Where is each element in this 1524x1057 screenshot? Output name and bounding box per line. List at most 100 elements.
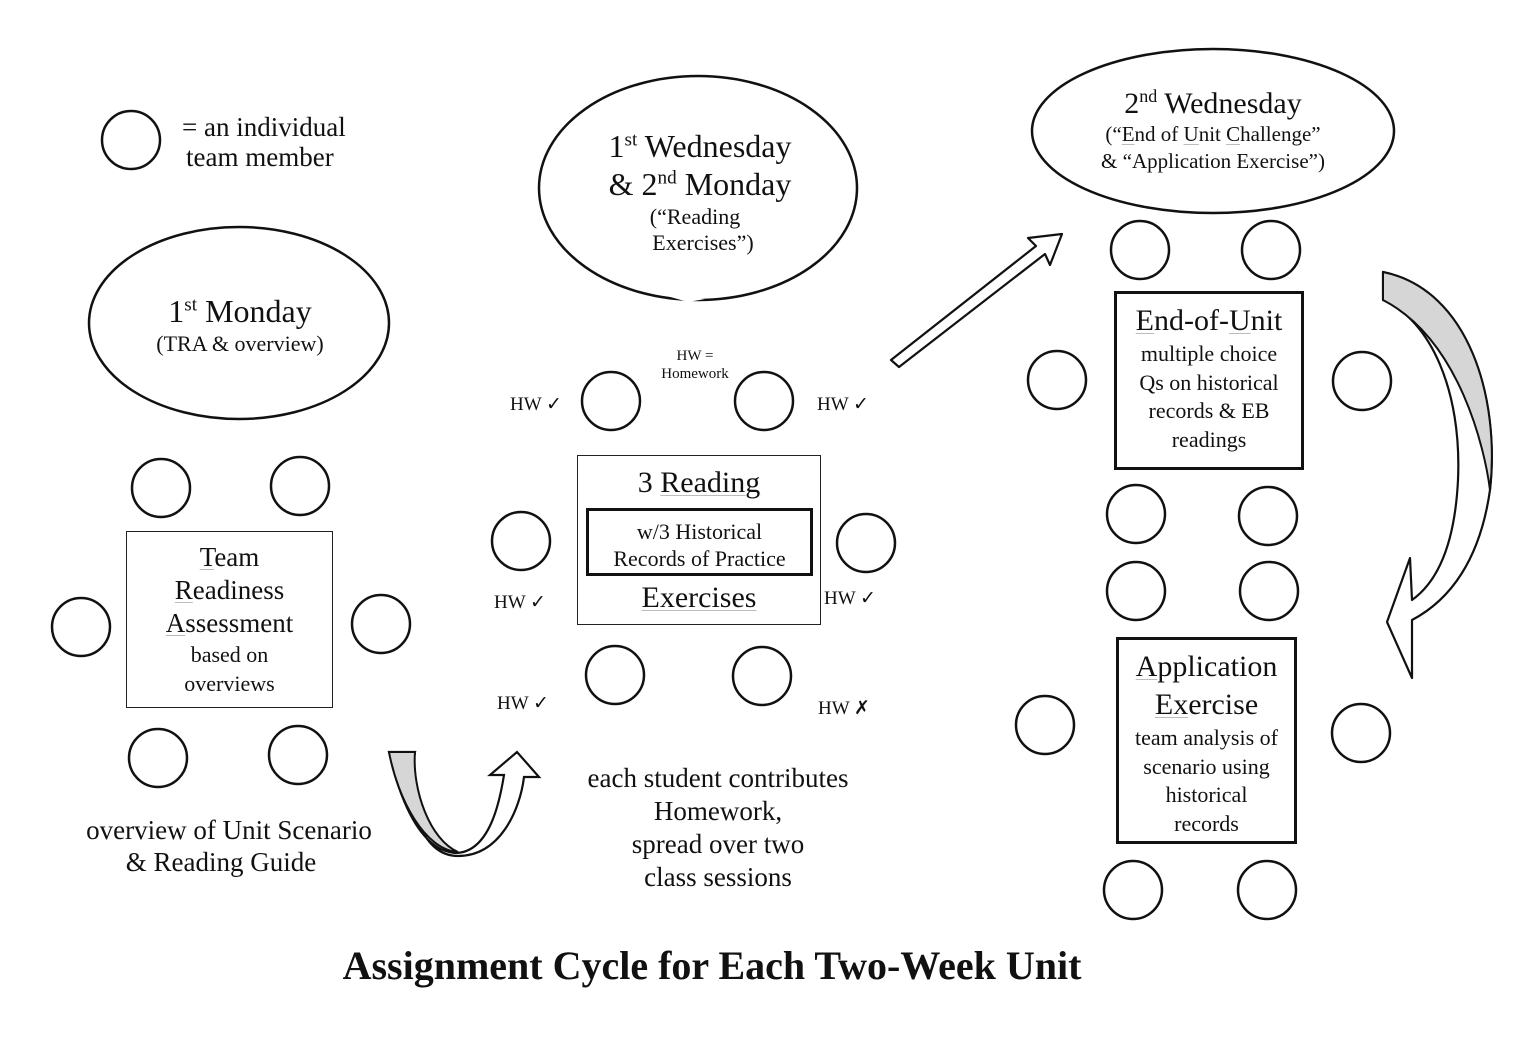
- eou-line-1: multiple choice: [1140, 341, 1278, 366]
- sw-sub-1-U: U: [1183, 122, 1199, 146]
- eou-line-4: readings: [1171, 426, 1247, 452]
- app-title2-E: E: [1154, 688, 1174, 721]
- eou-title-E: E: [1135, 304, 1154, 337]
- second-wednesday-bubble: [1030, 47, 1396, 215]
- team-member-circle: [1105, 483, 1167, 545]
- tra-line-3-rest: ssessment: [185, 608, 294, 638]
- hw-note-2: Homework: [661, 366, 729, 382]
- first-monday-team: [50, 455, 412, 789]
- team-readiness-box: [126, 531, 333, 708]
- team-member-circle: [1109, 219, 1171, 281]
- end-of-unit-text: End-of-Unit multiple choice Qs on histor…: [1114, 302, 1304, 454]
- team-readiness-text: Team Readiness Assessment based on overv…: [126, 541, 333, 698]
- team-member-circle: [1102, 859, 1164, 921]
- fw-caption-4: class sessions: [644, 862, 792, 892]
- app-line-2: scenario using: [1143, 753, 1270, 779]
- legend-line-1: = an individual: [182, 112, 346, 142]
- application-exercise-box: [1116, 637, 1297, 844]
- first-monday-bubble: [87, 225, 391, 421]
- day-name: Monday: [684, 166, 792, 202]
- eou-line-2: Qs on historical: [1139, 369, 1279, 395]
- hw-mark: HW ✓: [494, 592, 546, 613]
- ordinal-suffix: nd: [1139, 86, 1158, 106]
- first-monday-subtitle: (TRA & overview): [156, 331, 324, 356]
- hr-line-1: w/3 Historical: [636, 519, 763, 544]
- day-name: Wednesday: [1164, 87, 1302, 120]
- team-member-circle: [584, 644, 646, 706]
- hw-note-1: HW =: [676, 348, 714, 364]
- team-member-circle: [267, 724, 329, 786]
- team-member-circle: [130, 457, 192, 519]
- hw-mark: HW ✓: [510, 394, 562, 415]
- end-of-unit-box: [1114, 291, 1304, 470]
- second-wednesday-subtitle: (“End of Unit Challenge” & “Application …: [1063, 121, 1363, 175]
- team-member-circle: [835, 512, 897, 574]
- amp-ordinal: & 2: [608, 166, 658, 202]
- team-member-circle: [1240, 219, 1302, 281]
- ordinal-suffix: nd: [657, 167, 677, 189]
- fw-line-1: 1st Wednesday: [560, 127, 840, 165]
- sw-sub-1-E: E: [1121, 122, 1135, 146]
- team-member-circle: [50, 596, 112, 658]
- ordinal: 2: [1124, 87, 1140, 120]
- eou-line-3: records & EB: [1148, 398, 1270, 423]
- day-name: Monday: [205, 293, 312, 329]
- reading-word: Reading: [660, 466, 761, 499]
- caption-line-1: overview of Unit Scenario: [86, 815, 372, 845]
- legend-line-2: team member: [186, 142, 334, 173]
- tra-line-1-initial: T: [199, 542, 215, 572]
- reading-box-title: 3 Reading: [577, 466, 821, 500]
- fw-sub-2: Exercises”): [652, 230, 754, 255]
- tra-line-2: Readiness: [126, 574, 333, 607]
- team-member-circle: [1236, 859, 1298, 921]
- team-member-circle: [731, 645, 793, 707]
- team-member-circle: [580, 370, 642, 432]
- app-title-1: Application: [1116, 648, 1297, 686]
- end-of-unit-team: [1026, 219, 1393, 547]
- app-title2-x: x: [1173, 688, 1189, 721]
- historical-records-box: [586, 508, 813, 576]
- tra-line-4: based on: [190, 642, 269, 667]
- application-exercise-text: Application Exercise team analysis of sc…: [1116, 648, 1297, 838]
- ordinal-suffix: st: [624, 129, 638, 151]
- eou-title: End-of-Unit: [1114, 302, 1304, 340]
- app-title-rest: pplication: [1157, 650, 1278, 683]
- historical-records-text: w/3 Historical Records of Practice: [586, 518, 813, 572]
- team-member-circle: [1238, 560, 1300, 622]
- team-member-circle: [350, 593, 412, 655]
- legend-text: = an individual team member: [182, 112, 346, 172]
- team-member-circle: [127, 727, 189, 789]
- fw-caption-2: Homework,: [653, 796, 783, 826]
- fw-caption-1: each student contributes: [587, 763, 849, 793]
- u-turn-arrow: [387, 750, 542, 858]
- eou-title-U: U: [1228, 304, 1251, 337]
- hw-mark: HW ✓: [817, 394, 869, 415]
- legend-member-circle: [100, 109, 162, 171]
- first-monday-title: 1st Monday: [140, 293, 340, 330]
- tra-line-2-rest: eadiness: [192, 575, 285, 605]
- hr-line-2: Records of Practice: [613, 546, 786, 571]
- hw-mark: HW ✓: [824, 588, 876, 609]
- hw-mark: HW ✗: [818, 698, 870, 719]
- first-wednesday-subtitle: (“Reading Exercises”): [560, 204, 840, 256]
- team-member-circle: [733, 370, 795, 432]
- app-title2-rest: ercise: [1188, 688, 1259, 721]
- sw-sub-1: (“End of Unit Challenge”: [1063, 121, 1363, 148]
- tra-line-1-rest: eam: [214, 542, 260, 572]
- first-wednesday-caption: each student contributes Homework, sprea…: [548, 762, 888, 894]
- exercises-word: Exercises: [641, 581, 757, 614]
- second-wednesday-title: 2nd Wednesday: [1063, 87, 1363, 121]
- team-member-circle: [1105, 560, 1167, 622]
- app-line-4: records: [1174, 810, 1239, 836]
- caption-line-2: & Reading Guide: [125, 847, 317, 877]
- hw-mark: HW ✓: [497, 693, 549, 714]
- tra-line-3: Assessment: [126, 607, 333, 640]
- first-monday-caption: overview of Unit Scenario & Reading Guid…: [44, 814, 414, 878]
- team-member-circle: [1237, 485, 1299, 547]
- app-title-2: Exercise: [1116, 686, 1297, 724]
- ordinal: 1: [608, 128, 625, 164]
- fw-caption-3: spread over two: [631, 829, 805, 859]
- first-wednesday-title: 1st Wednesday & 2nd Monday: [560, 127, 840, 203]
- team-member-circle: [1330, 702, 1392, 764]
- tra-line-3-initial: A: [165, 608, 186, 638]
